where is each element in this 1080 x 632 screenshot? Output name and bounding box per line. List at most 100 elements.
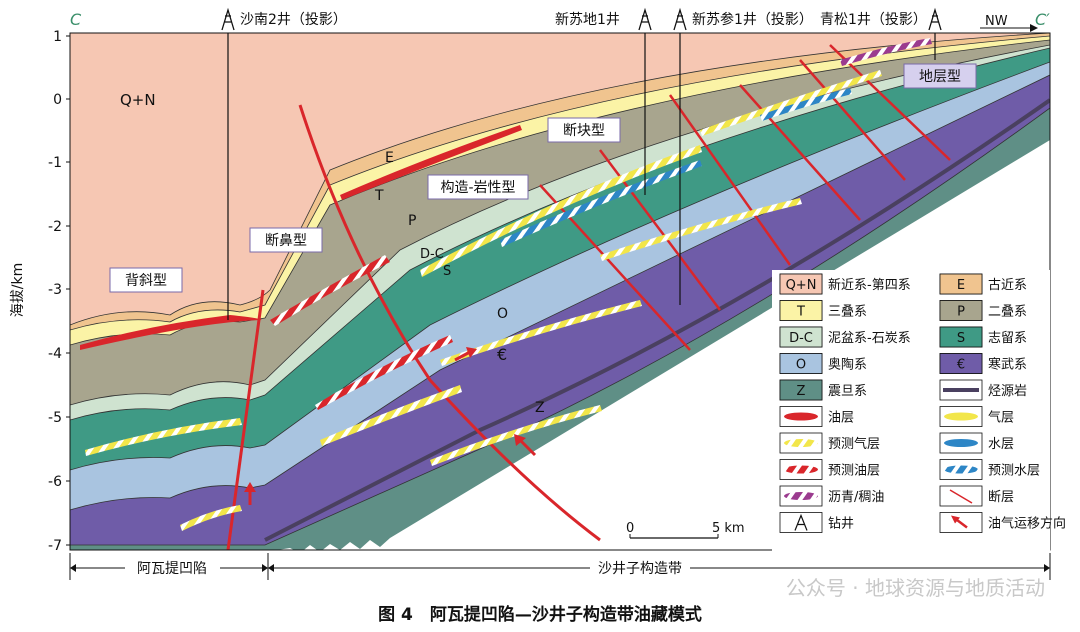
oil-layer [340, 125, 522, 200]
gas-layer [320, 385, 462, 446]
legend-symbol: Q+N [779, 273, 823, 295]
y-tick-label: -7 [48, 538, 62, 554]
legend-text: 震旦系 [828, 384, 867, 399]
legend-symbol [939, 379, 983, 401]
y-axis: 1 0 -1 -2 -3 -4 -5 -6 -7 海拔/km [10, 29, 70, 554]
strata-label: E [385, 150, 394, 166]
legend-text: 油层 [828, 411, 854, 426]
section-end-label: C′ [1035, 10, 1050, 29]
strata-label: Z [535, 400, 545, 416]
y-tick-label: -3 [48, 282, 62, 298]
legend-text: 二叠系 [988, 305, 1027, 320]
scale-bar: 0 5 km [626, 521, 745, 539]
legend-text: 烃源岩 [988, 384, 1027, 399]
gas-layer [85, 418, 242, 456]
trap-label-anticline: 背斜型 [125, 273, 167, 289]
watermark: 公众号 · 地球资源与地质活动 [786, 576, 1045, 600]
legend-item: 油气运移方向 [939, 512, 1066, 533]
legend-text: 三叠系 [828, 305, 867, 320]
region-bar: 阿瓦提凹陷 沙井子构造带 [69, 553, 1051, 580]
legend-symbol [939, 485, 983, 507]
trap-label-fault-block: 断块型 [563, 123, 605, 139]
legend-symbol [939, 406, 983, 427]
legend-symbol: P [939, 300, 983, 321]
migration-arrow [466, 347, 477, 358]
trap-label-stratigraphic: 地层型 [919, 69, 961, 85]
scale-zero: 0 [626, 521, 634, 536]
well-label: 新苏地1井 [555, 12, 620, 28]
section-start-label: C [70, 10, 82, 29]
strata-label: Q+N [120, 91, 156, 109]
legend-symbol [779, 512, 823, 533]
legend-code: O [796, 358, 806, 373]
figure-caption: 图 4 阿瓦提凹陷—沙井子构造带油藏模式 [378, 604, 702, 625]
legend-item: 水层 [939, 432, 1014, 454]
legend-text: 水层 [988, 437, 1014, 452]
trap-label-structural-lithologic: 构造-岩性型 [440, 180, 515, 196]
strata-label: T [374, 188, 384, 204]
direction-label: NW [985, 14, 1008, 29]
well-label: 沙南2井（投影） [240, 12, 347, 28]
well-symbols [221, 7, 942, 31]
legend-item: 钻井 [779, 512, 854, 533]
legend-symbol [939, 459, 983, 480]
y-tick-label: -4 [48, 346, 62, 362]
legend-item: S 志留系 [939, 326, 1027, 348]
legend-item: 预测气层 [779, 432, 880, 454]
legend-item: 断层 [939, 485, 1014, 507]
legend-code: D-C [789, 331, 813, 346]
migration-arrow [244, 482, 256, 492]
legend-text: 预测气层 [828, 436, 880, 452]
legend-symbol [779, 485, 823, 507]
legend-text: 断层 [988, 490, 1014, 505]
strata-label: O [497, 306, 508, 322]
legend-text: 钻井 [828, 517, 854, 532]
legend-code: € [957, 358, 965, 373]
trap-labels: 背斜型 断鼻型 构造-岩性型 断块型 地层型 [109, 63, 977, 293]
legend-code: P [957, 305, 965, 320]
legend-symbol: D-C [779, 326, 823, 348]
bitumen-layer [840, 38, 932, 66]
migration-arrow [514, 434, 526, 446]
legend-symbol: T [779, 300, 823, 321]
gas-layer [180, 505, 242, 531]
legend-symbol [779, 406, 823, 427]
water-layer [500, 160, 702, 247]
legend-code: S [957, 331, 965, 346]
source-rock [264, 98, 1050, 542]
gas-layer [420, 145, 702, 277]
migration-arrow [454, 350, 471, 362]
y-tick-label: -5 [48, 410, 62, 426]
legend-item: T 三叠系 [779, 300, 867, 321]
legend-text: 古近系 [988, 278, 1027, 293]
legend-text: 预测油层 [828, 464, 880, 479]
y-tick-label: 0 [53, 92, 62, 108]
legend-text: 志留系 [988, 331, 1027, 346]
legend-item: 预测油层 [779, 459, 880, 480]
y-tick-label: -2 [48, 219, 62, 235]
fault-3 [668, 94, 792, 266]
legend-text: 气层 [988, 410, 1014, 426]
region-label: 沙井子构造带 [598, 561, 682, 577]
legend-item: 烃源岩 [939, 379, 1027, 401]
legend-item: 预测水层 [939, 459, 1040, 480]
legend-symbol: S [939, 326, 983, 348]
legend-item: €寒武系 [939, 353, 1027, 374]
oil-layer [80, 315, 262, 350]
fault-awati [226, 289, 265, 550]
trap-label-fault-nose: 断鼻型 [265, 232, 307, 249]
strata-label: P [408, 213, 416, 229]
legend-text: 预测水层 [988, 464, 1040, 479]
legend-symbol [779, 432, 823, 454]
fault-shajingzi [298, 104, 601, 542]
water-layer [760, 88, 852, 121]
strata-label: € [497, 345, 507, 364]
legend-symbol: € [939, 353, 983, 374]
